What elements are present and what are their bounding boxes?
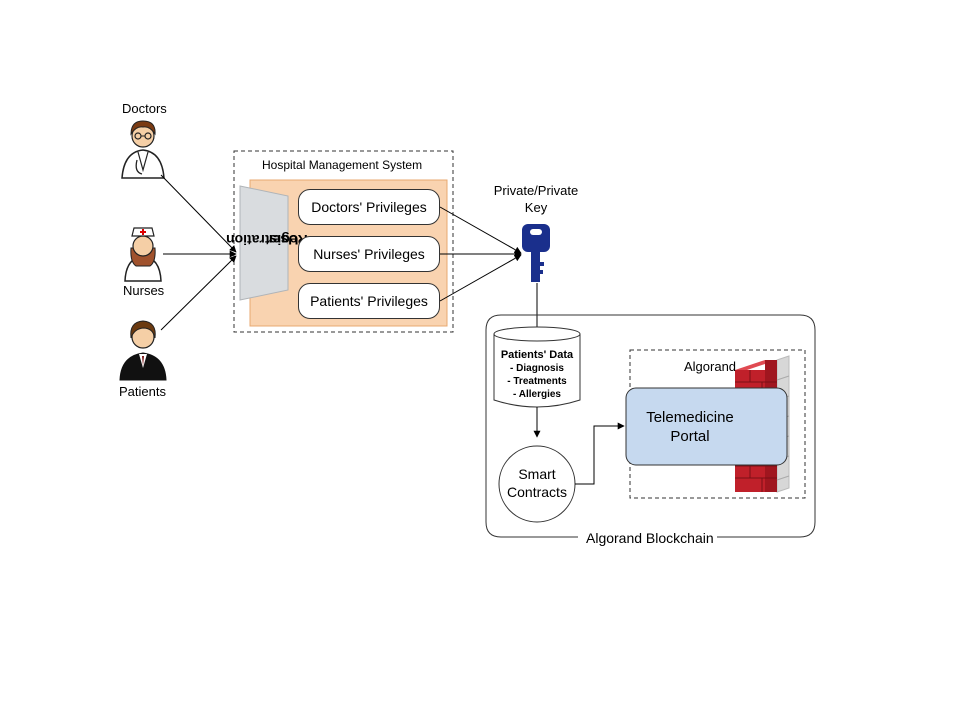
key-label: Private/Private Key — [486, 182, 586, 216]
blockchain-container — [485, 314, 816, 538]
key-label-line1: Private/Private — [493, 183, 579, 198]
telemedicine-portal-line2: Portal — [670, 428, 710, 445]
doctors-privileges-arrow — [439, 206, 522, 254]
doctors-privileges-box: Doctors' Privileges — [298, 189, 440, 225]
patients-data-item: - Allergies — [513, 389, 561, 400]
nurses-privileges-box: Nurses' Privileges — [298, 236, 440, 272]
key-label-line2: Key — [524, 200, 548, 215]
smart-contracts-line1: Smart — [518, 466, 556, 482]
patients-data-cylinder — [493, 326, 581, 408]
patients-arrow — [160, 255, 237, 331]
patients-privileges-arrow — [439, 254, 522, 302]
smart-contracts-label: Smart Contracts — [499, 465, 575, 501]
doctors-label: Doctors — [122, 101, 167, 116]
hms-title: Hospital Management System — [262, 158, 423, 172]
patients-label: Patients — [119, 384, 166, 399]
nurse-icon — [124, 227, 162, 282]
user-registration-line2: Registration — [226, 232, 308, 248]
telemedicine-portal-box — [625, 387, 788, 466]
telemedicine-portal-label: Telemedicine Portal — [626, 408, 754, 446]
smart-contracts-line2: Contracts — [507, 484, 567, 500]
hms-dashed-border — [233, 150, 454, 333]
patient-icon — [119, 320, 167, 381]
key-icon — [522, 224, 550, 282]
telemedicine-portal-line1: Telemedicine — [646, 409, 734, 426]
doctors-arrow — [160, 174, 237, 253]
doctor-icon — [121, 120, 165, 179]
algorand-dashed-border — [629, 349, 806, 499]
contracts-to-portal-arrow — [575, 422, 625, 485]
user-registration-trapezoid — [239, 185, 289, 301]
algorand-blockchain-label: Algorand Blockchain — [583, 530, 717, 546]
algorand-label: Algorand — [684, 359, 737, 374]
patients-privileges-box: Patients' Privileges — [298, 283, 440, 319]
patients-data-item: - Diagnosis — [510, 363, 564, 374]
patients-data-item: - Treatments — [507, 376, 567, 387]
nurses-label: Nurses — [123, 283, 165, 298]
patients-data-title: Patients' Data — [500, 349, 574, 361]
patients-data-label: Patients' Data - Diagnosis - Treatments … — [494, 349, 580, 401]
